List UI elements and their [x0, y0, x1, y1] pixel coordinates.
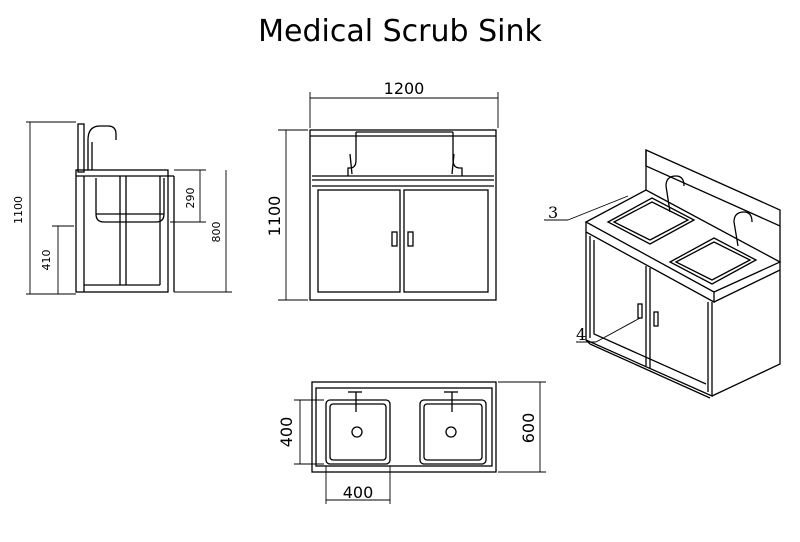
dim-side-lower: 410: [40, 250, 53, 271]
dim-side-counter-height: 800: [210, 222, 223, 243]
front-view: [278, 92, 499, 301]
dim-side-basin-depth: 290: [184, 188, 197, 209]
dim-side-total-height: 1100: [12, 196, 25, 224]
dim-front-width: 1200: [384, 79, 425, 98]
diagram-title: Medical Scrub Sink: [258, 14, 542, 49]
top-view: [294, 381, 546, 504]
callout-3: 3: [548, 203, 558, 222]
callout-4: 4: [576, 325, 586, 344]
dim-top-basin-width: 400: [343, 483, 374, 502]
dim-front-height: 1100: [265, 196, 284, 237]
side-view: [26, 121, 232, 295]
dim-top-depth: 600: [519, 413, 538, 444]
dim-top-basin-depth: 400: [277, 417, 296, 448]
isometric-view: [544, 148, 782, 399]
